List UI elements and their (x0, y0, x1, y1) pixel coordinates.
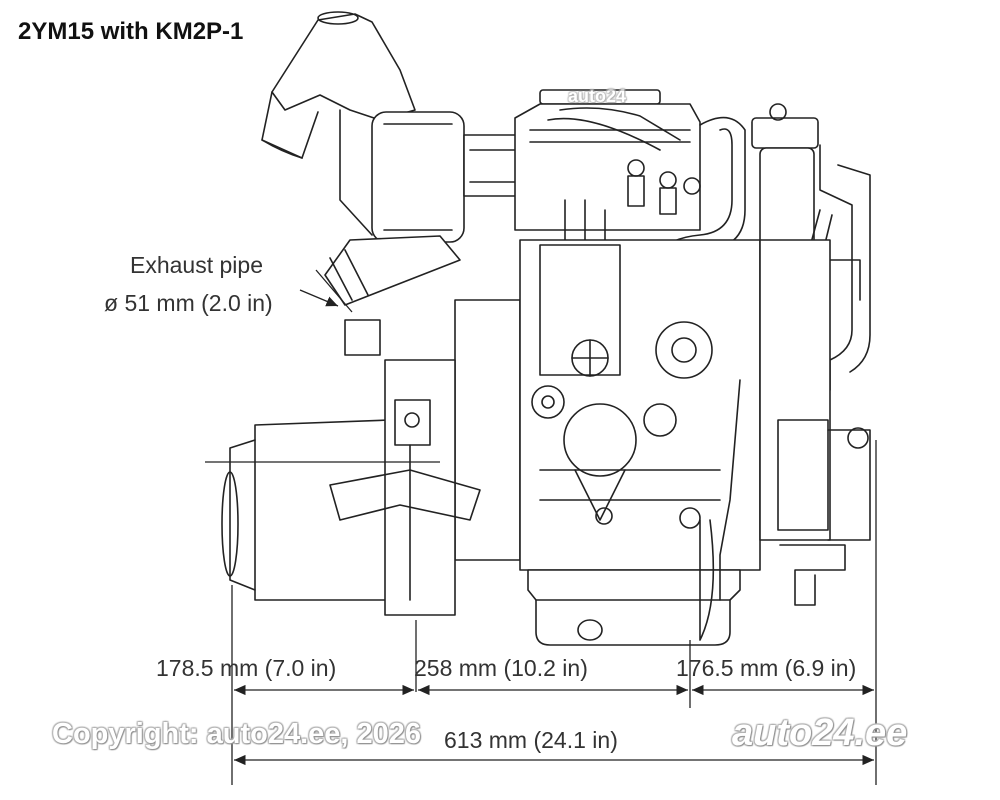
exhaust-leader (299, 289, 339, 307)
copyright-watermark: Copyright: auto24.ee, 2026 (52, 718, 422, 750)
exhaust-diameter-value: 51 mm (2.0 in) (124, 290, 273, 316)
oil-pan (527, 569, 741, 646)
oil-lines (699, 379, 741, 641)
logo-watermark: auto24.ee (732, 712, 908, 754)
exhaust-diameter-tick (315, 269, 353, 313)
valve-cover (514, 89, 701, 251)
exhaust-pipe-label: Exhaust pipe (130, 252, 263, 278)
exhaust-diameter-label: ø 51 mm (2.0 in) (104, 290, 273, 317)
gearbox (221, 319, 481, 616)
faint-watermark: auto24 (568, 86, 627, 106)
dimension-left-label: 178.5 mm (7.0 in) (156, 655, 337, 681)
dimension-right-label: 176.5 mm (6.9 in) (676, 655, 857, 681)
diameter-symbol: ø (104, 290, 119, 316)
page-title: 2YM15 with KM2P-1 (18, 18, 244, 45)
dimension-middle-label: 258 mm (10.2 in) (414, 655, 588, 681)
engine-block (454, 239, 871, 606)
dimension-total-label: 613 mm (24.1 in) (444, 727, 618, 753)
